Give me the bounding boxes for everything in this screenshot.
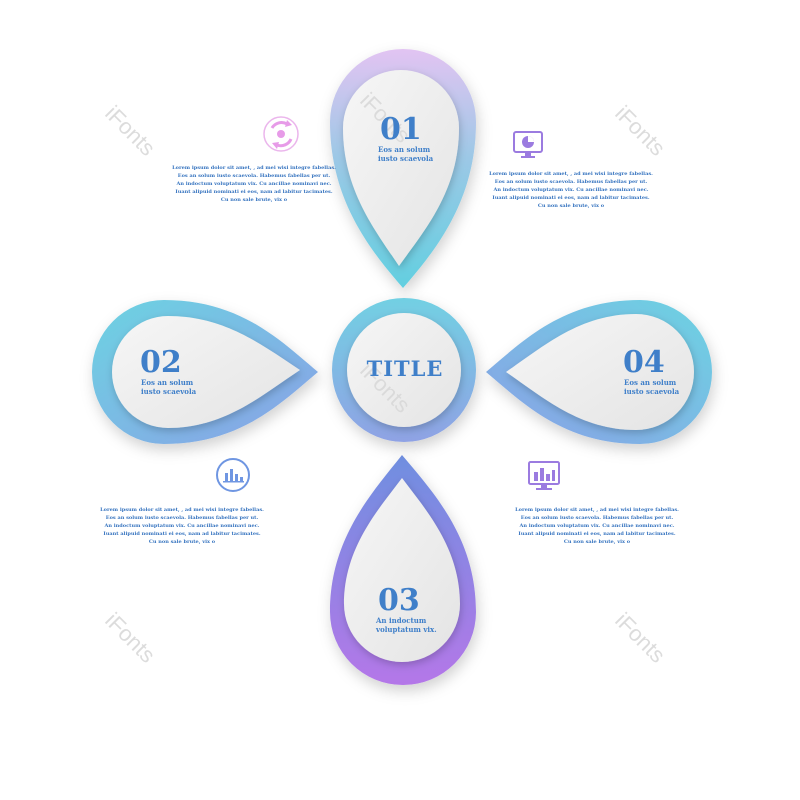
paragraph-line: Eos an solum iusto scaevola. Habemus fab… <box>494 179 648 185</box>
drop-01-subtitle-line-2: iusto scaevola <box>378 154 434 163</box>
paragraph-top-left: Lorem ipsum dolor sit amet, , ad mei wis… <box>159 164 349 204</box>
paragraph-line: An indoctum voluptatum vix. Cu ancillae … <box>519 523 675 529</box>
paragraph-line: Cu non sale brute, vix o <box>537 203 605 209</box>
drop-03 <box>330 455 476 685</box>
paragraph-line: Lorem ipsum dolor sit amet, , ad mei wis… <box>172 165 336 171</box>
drop-04-face <box>506 314 694 430</box>
paragraph-line: Eos an solum iusto scaevola. Habemus fab… <box>520 515 674 521</box>
paragraph-line: An indoctum voluptatum vix. Cu ancillae … <box>493 187 649 193</box>
paragraph-line: Cu non sale brute, vix o <box>220 197 288 203</box>
paragraph-line: Lorem ipsum dolor sit amet, , ad mei wis… <box>489 171 653 177</box>
paragraph-line: Iuant alipuid nominati ei eos, nam ad la… <box>518 531 676 537</box>
paragraph-line: Cu non sale brute, vix o <box>148 539 216 545</box>
paragraph-top-right: Lorem ipsum dolor sit amet, , ad mei wis… <box>476 170 666 210</box>
drop-01-face <box>343 70 459 266</box>
center-circle-face <box>347 313 461 427</box>
paragraph-bottom-right: Lorem ipsum dolor sit amet, , ad mei wis… <box>502 506 692 546</box>
paragraph-line: Eos an solum iusto scaevola. Habemus fab… <box>105 515 259 521</box>
paragraph-line: Lorem ipsum dolor sit amet, , ad mei wis… <box>515 507 679 513</box>
drop-04-number: 04 <box>623 345 665 380</box>
drop-01-subtitle-line-1: Eos an solum <box>378 145 431 154</box>
cycle-arrows-icon <box>263 116 299 152</box>
drop-02-subtitle-line-1: Eos an solum <box>141 378 194 387</box>
monitor-chart-icon <box>513 131 543 158</box>
bar-chart-circle-icon <box>216 458 250 492</box>
drop-03-face <box>344 478 460 662</box>
paragraph-line: An indoctum voluptatum vix. Cu ancillae … <box>176 181 332 187</box>
drop-02-number: 02 <box>140 345 182 380</box>
monitor-bars-icon <box>528 461 560 490</box>
drop-04 <box>486 300 712 444</box>
center-title: TITLE <box>366 356 444 381</box>
paragraph-line: Iuant alipuid nominati ei eos, nam ad la… <box>103 531 261 537</box>
paragraph-line: Iuant alipuid nominati ei eos, nam ad la… <box>492 195 650 201</box>
drop-02 <box>92 300 318 444</box>
paragraph-line: An indoctum voluptatum vix. Cu ancillae … <box>104 523 260 529</box>
drop-01-number: 01 <box>380 112 422 147</box>
drop-03-subtitle-line-1: An indoctum <box>376 616 427 625</box>
drop-02-face <box>112 316 300 428</box>
drop-03-subtitle-line-2: voluptatum vix. <box>376 625 437 634</box>
drop-01 <box>330 49 476 288</box>
center-circle <box>332 298 476 442</box>
paragraph-bottom-left: Lorem ipsum dolor sit amet, , ad mei wis… <box>87 506 277 546</box>
paragraph-line: Cu non sale brute, vix o <box>563 539 631 545</box>
paragraph-line: Eos an solum iusto scaevola. Habemus fab… <box>177 173 331 179</box>
paragraph-line: Iuant alipuid nominati ei eos, nam ad la… <box>175 189 333 195</box>
drop-04-subtitle-line-1: Eos an solum <box>624 378 677 387</box>
drop-04-subtitle-line-2: iusto scaevola <box>624 387 680 396</box>
paragraph-line: Lorem ipsum dolor sit amet, , ad mei wis… <box>100 507 264 513</box>
drop-02-subtitle-line-2: iusto scaevola <box>141 387 197 396</box>
drop-03-number: 03 <box>378 583 420 618</box>
